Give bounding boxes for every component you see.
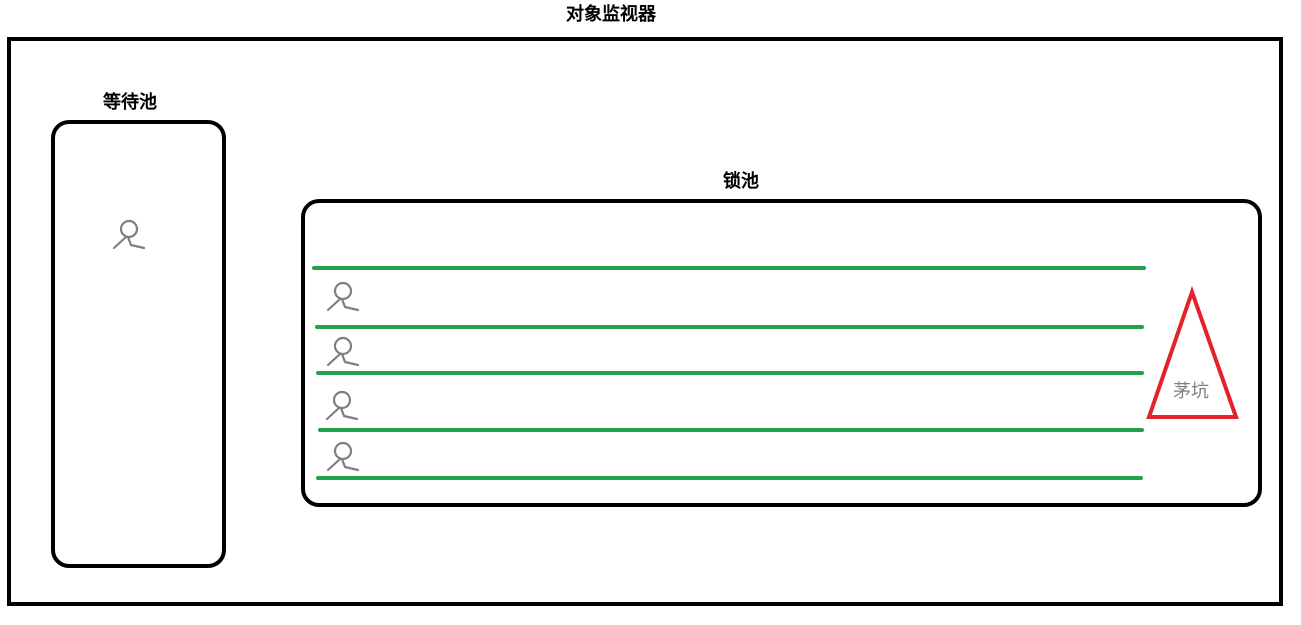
lock-pool-label: 锁池 [723,171,759,192]
triangle-icon [1146,285,1239,419]
person-icon [326,281,360,312]
person-icon [326,441,360,472]
wait-pool-box [51,120,226,568]
monitor-title: 对象监视器 [566,4,656,25]
person-icon [325,390,359,421]
lock-pool-box [301,199,1262,507]
person-icon [112,219,146,250]
person-icon [326,336,360,367]
toilet-label: 茅坑 [1173,381,1209,402]
lock-pool-lanes [312,266,1146,480]
wait-pool-label: 等待池 [103,92,157,113]
monitor-frame [7,37,1283,606]
